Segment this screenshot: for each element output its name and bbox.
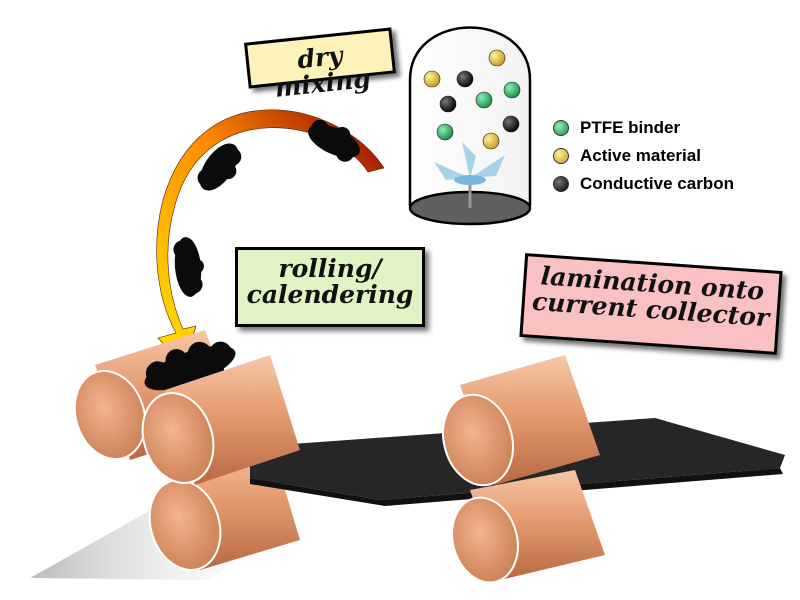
yellow-dot-icon — [553, 148, 569, 164]
mixer-dome — [408, 26, 532, 226]
mixer-blade-icon — [434, 142, 505, 208]
legend-label: Conductive carbon — [580, 174, 734, 193]
roller — [442, 355, 600, 487]
roller — [141, 355, 300, 485]
rolling-calendering-label: rolling/ calendering — [235, 247, 425, 327]
black-dot-icon — [553, 176, 569, 192]
roller — [451, 470, 605, 584]
calender-rollers — [73, 330, 785, 584]
rolling-text: rolling/ — [278, 254, 382, 283]
powder-clump-on-roller — [144, 341, 236, 395]
legend-label: PTFE binder — [580, 118, 681, 137]
calendering-text: calendering — [246, 280, 414, 310]
powder-clumps — [173, 119, 360, 297]
green-dot-icon — [553, 120, 569, 136]
particles — [423, 49, 521, 150]
lamination-label: lamination onto current collector — [519, 253, 783, 355]
legend-label: Active material — [580, 146, 701, 165]
